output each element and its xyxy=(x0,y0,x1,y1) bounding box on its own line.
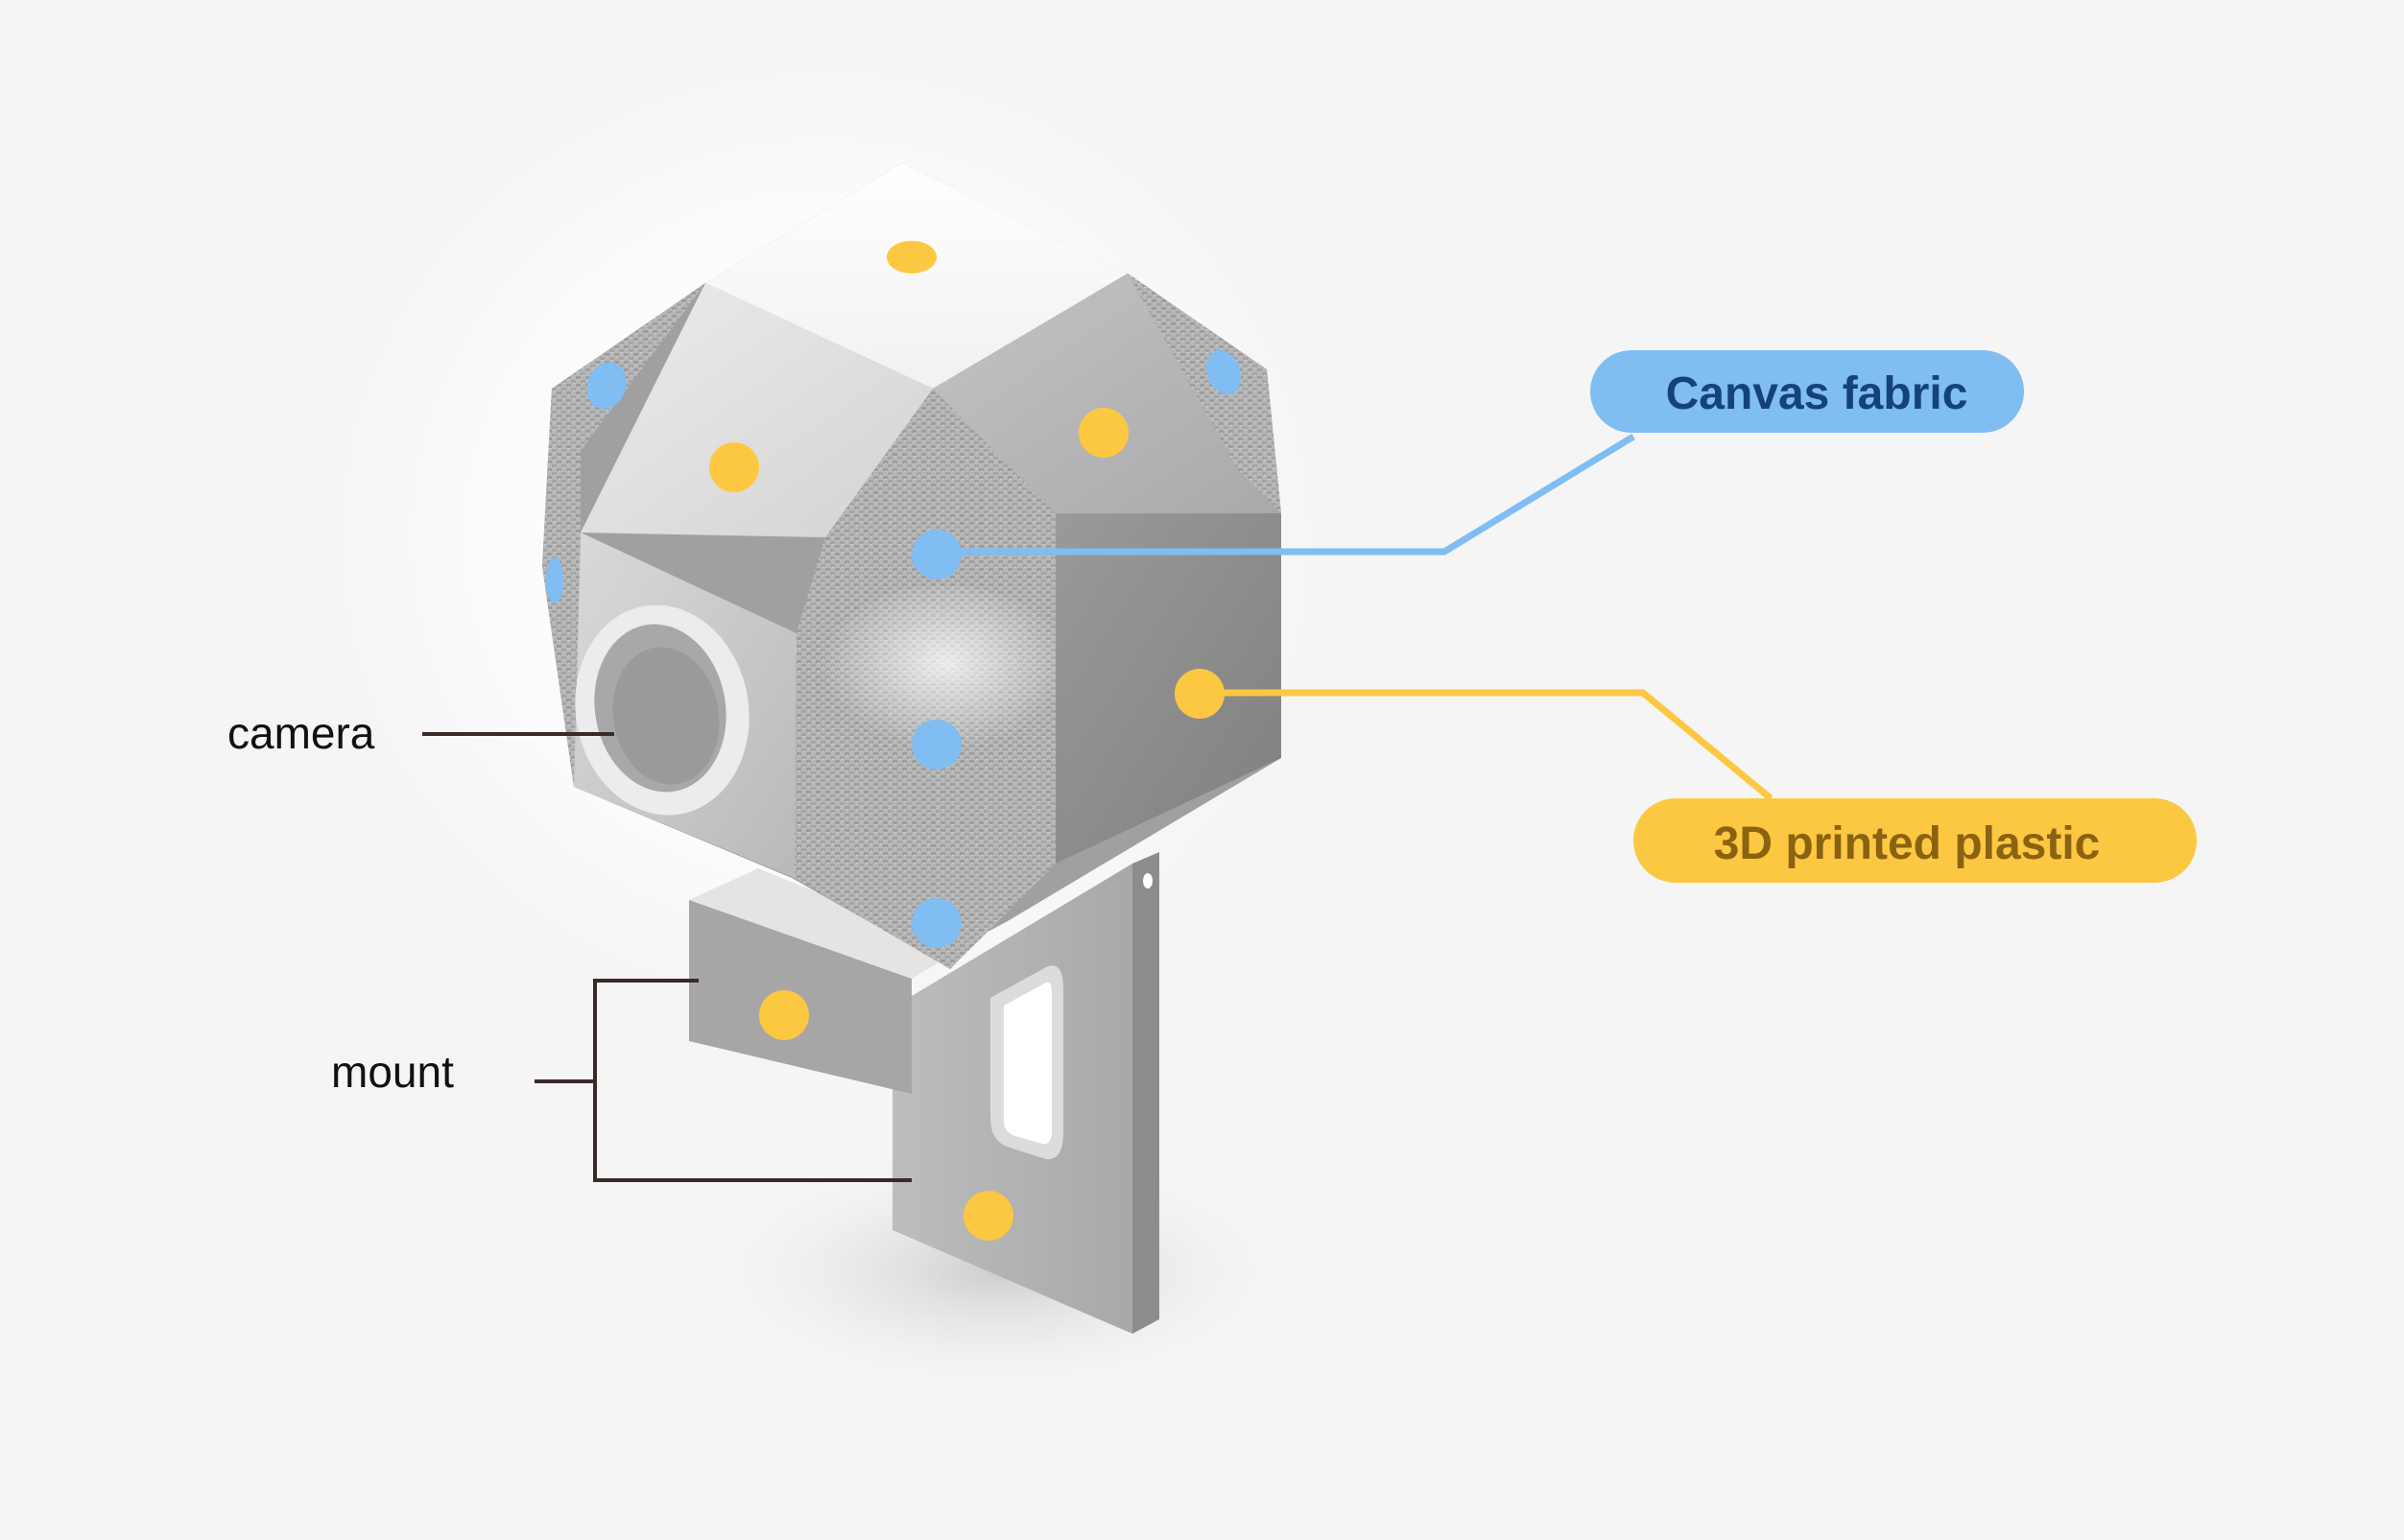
plastic-marker xyxy=(759,990,809,1040)
printed-plastic-label: 3D printed plastic xyxy=(1714,818,2101,869)
canvas-fabric-pill xyxy=(1590,350,2024,433)
plastic-markers xyxy=(709,241,1225,1241)
printed-plastic-pill xyxy=(1633,798,2197,883)
canvas-fabric-leader-line xyxy=(937,434,1635,556)
face-upper-left xyxy=(581,283,933,537)
camera-label: camera xyxy=(227,708,375,758)
fabric-marker xyxy=(912,720,962,770)
canvas-fabric-label: Canvas fabric xyxy=(1666,368,1968,419)
mount-label: mount xyxy=(331,1047,454,1097)
camera-body xyxy=(542,163,1281,969)
printed-plastic-legend: 3D printed plastic xyxy=(1633,798,2197,883)
mount-screw-hole xyxy=(1143,873,1153,888)
plastic-marker xyxy=(964,1191,1013,1241)
plastic-marker xyxy=(887,241,937,273)
mount-plate-edge xyxy=(1132,852,1159,1334)
fabric-panel-center xyxy=(797,389,1056,633)
fabric-marker xyxy=(912,898,962,948)
plastic-marker xyxy=(1079,408,1129,458)
face-upper-right xyxy=(933,273,1281,513)
face-top xyxy=(705,163,1128,389)
fabric-marker xyxy=(586,362,627,410)
fabric-marker xyxy=(1206,349,1241,395)
plastic-marker xyxy=(709,442,759,492)
mount-arm-top xyxy=(689,868,960,979)
canvas-fabric-legend: Canvas fabric xyxy=(1590,350,2024,433)
fabric-panel-upper-left xyxy=(542,283,705,787)
fabric-marker xyxy=(546,557,563,604)
printed-plastic-leader-line xyxy=(1200,689,1773,801)
face-front-right xyxy=(1056,513,1281,864)
mount-bracket-line xyxy=(593,979,912,1182)
fabric-panel-upper-right xyxy=(1128,273,1281,513)
